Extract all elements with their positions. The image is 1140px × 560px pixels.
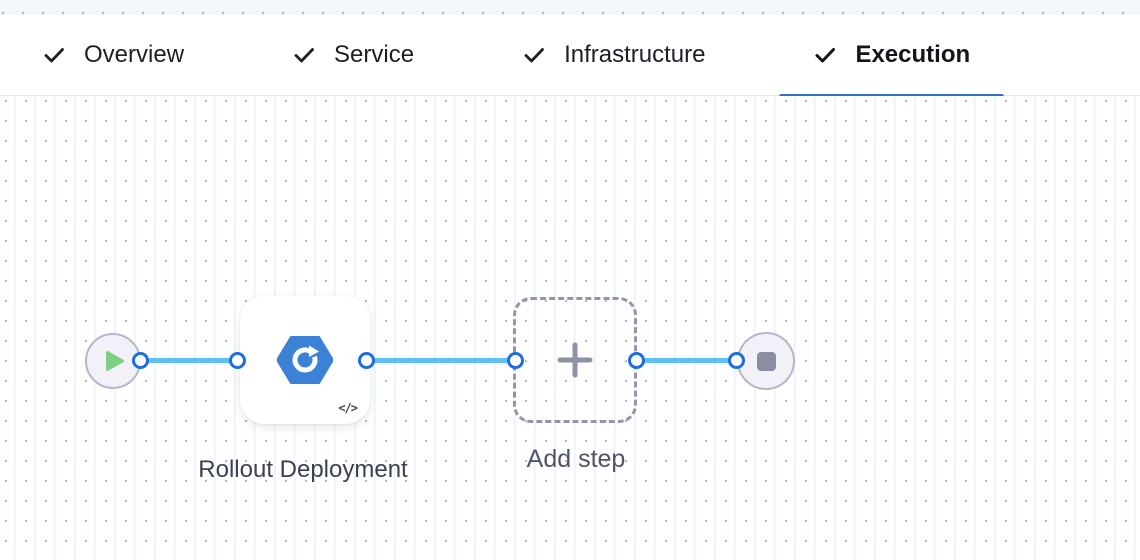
check-icon (813, 43, 837, 67)
tab-label: Service (334, 41, 415, 68)
connector-port[interactable] (507, 352, 524, 369)
tab-infrastructure[interactable]: Infrastructure (488, 15, 739, 95)
canvas-top-strip (0, 0, 1140, 15)
stage-tab-bar: Overview Service Infrastructure Executio… (0, 15, 1140, 99)
check-icon (522, 43, 546, 67)
plus-icon (555, 340, 595, 380)
connector-line (367, 358, 516, 363)
stop-icon (756, 351, 776, 371)
check-icon (292, 43, 316, 67)
tab-label: Execution (855, 41, 971, 68)
pipeline-start-node (85, 333, 141, 389)
connector-port[interactable] (229, 352, 246, 369)
add-step-label: Add step (526, 445, 626, 473)
tab-label: Overview (84, 41, 185, 68)
execution-pipeline-canvas[interactable]: </> Rollout Deployment Add step (0, 96, 1140, 560)
connector-port[interactable] (132, 352, 149, 369)
connector-port[interactable] (728, 352, 745, 369)
tab-label: Infrastructure (564, 41, 706, 68)
step-name-label: Rollout Deployment (198, 456, 408, 483)
connector-port[interactable] (358, 352, 375, 369)
step-card-rollout-deployment[interactable]: </> (240, 296, 370, 424)
pipeline-end-node (737, 332, 795, 390)
connector-port[interactable] (628, 352, 645, 369)
connector-line (141, 358, 238, 363)
check-icon (42, 43, 66, 67)
tab-overview[interactable]: Overview (8, 15, 218, 95)
connector-line (637, 358, 737, 363)
tab-service[interactable]: Service (258, 15, 448, 95)
play-icon (104, 349, 126, 373)
add-step-button[interactable] (513, 297, 637, 423)
tab-execution[interactable]: Execution (779, 15, 1005, 99)
code-view-icon: </> (338, 401, 358, 415)
k8s-rollout-deployment-icon (277, 336, 333, 384)
